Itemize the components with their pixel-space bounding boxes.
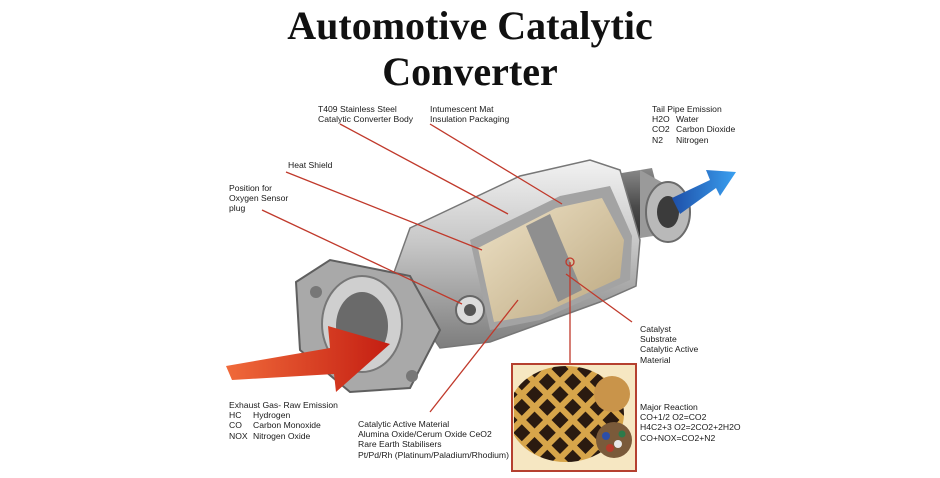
- honeycomb-inset: [511, 363, 637, 472]
- label-intumescent-mat: Intumescent Mat Insulation Packaging: [430, 104, 510, 125]
- label-major-reaction: Major Reaction CO+1/2 O2=CO2 H4C2+3 O2=2…: [640, 402, 741, 443]
- label-oxygen-sensor: Position for Oxygen Sensor plug: [229, 183, 289, 214]
- label-active-material: Catalytic Active Material Alumina Oxide/…: [358, 419, 509, 460]
- outlet-arrow: [672, 170, 736, 214]
- converter-body: [391, 159, 641, 349]
- title-line-2: Converter: [382, 49, 558, 94]
- leader-lines: [261, 123, 633, 413]
- label-converter-body: T409 Stainless Steel Catalytic Converter…: [318, 104, 414, 125]
- label-catalyst-substrate: Catalyst Substrate Catalytic Active Mate…: [640, 324, 699, 365]
- title-line-1: Automotive Catalytic: [287, 3, 653, 48]
- inlet-arrow: [226, 326, 390, 392]
- label-heat-shield: Heat Shield: [288, 160, 333, 170]
